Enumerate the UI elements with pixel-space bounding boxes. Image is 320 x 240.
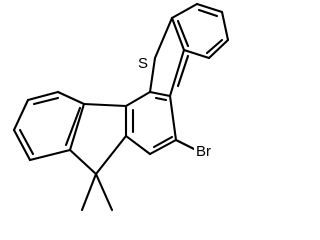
sulfur-atom-label: S [138,55,148,72]
molecule-svg: S Br [12,2,230,212]
left-benzene-ring [12,90,86,162]
sulfur-label-background [136,53,150,71]
bromine-substituent [174,138,198,152]
bromine-label-background [194,142,218,160]
structure-diagram: S Br [12,2,230,212]
central-benzene-ring [124,90,178,156]
benzothiophene-benzene-ring [170,2,230,60]
gem-dimethyl-groups [80,172,114,212]
fluorene-five-ring [68,102,128,176]
thiophene-ring [148,16,190,98]
bromine-atom-label: Br [196,143,211,160]
